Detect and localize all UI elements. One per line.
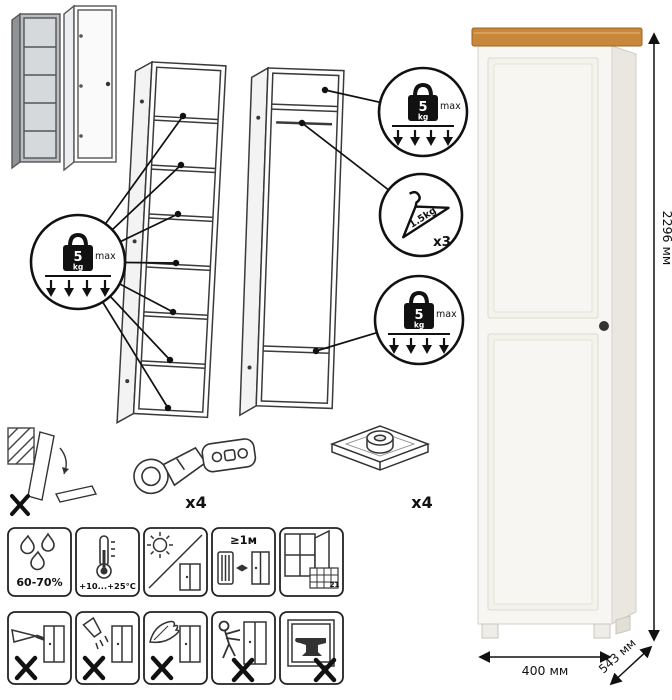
hanger-count-label: x3: [433, 234, 451, 250]
leader-dots: [164, 86, 329, 412]
no-pushing-box: [211, 611, 276, 685]
no-heavy-load-icon: [287, 619, 335, 667]
wardrobe-foot: [615, 615, 631, 635]
load-value: 5: [73, 250, 82, 265]
humidity-label: 60-70%: [16, 576, 62, 589]
load-max-label: max: [95, 251, 116, 262]
humidity-icon: [20, 532, 55, 571]
width-label: 400 мм: [522, 663, 569, 678]
no-heavy-load-box: [279, 611, 344, 685]
load-unit: kg: [418, 113, 428, 122]
load-max-label: max: [436, 309, 457, 320]
load-unit: kg: [414, 321, 424, 330]
weight-icon: 5 kg: [63, 232, 93, 272]
load-max-label: max: [440, 101, 461, 112]
rod-cabinet-drawing: [239, 66, 345, 417]
wardrobe-foot: [593, 623, 611, 639]
heat-distance-icon: [217, 551, 270, 585]
no-cutting-box: [7, 611, 72, 685]
depth-label: 543 мм: [596, 636, 639, 676]
foot-count: x4: [411, 493, 432, 512]
dimension-width: 400 мм: [478, 651, 612, 678]
thumbnail-closed-cabinet: [63, 4, 117, 172]
no-pushing-icon: [218, 620, 267, 665]
temperature-box: +10...+25°C: [75, 527, 140, 597]
ventilation-box: 21: [279, 527, 344, 597]
height-label: 2296 мм: [660, 211, 672, 266]
furniture-foot-icon: x4: [329, 425, 433, 512]
heat-distance-box: ≥1м: [211, 527, 276, 597]
prohibition-x: [150, 655, 174, 681]
hinge-count: x4: [185, 493, 206, 512]
load-value: 5: [418, 100, 427, 115]
weight-icon: 5 kg: [404, 290, 434, 330]
no-solvents-box: [143, 611, 208, 685]
wardrobe-foot: [481, 623, 499, 639]
thumbnail-open-cabinet: [11, 12, 61, 170]
temperature-label: +10...+25°C: [79, 581, 136, 591]
load-direction-arrows: [389, 338, 449, 354]
shelf-load-badge: 5 kg max: [29, 213, 127, 311]
no-liquids-icon: [82, 616, 133, 663]
ventilation-icon: [284, 529, 339, 589]
no-cutting-icon: [11, 625, 65, 663]
hanger-load-badge: 1.5kg x3: [378, 172, 464, 258]
load-value: 5: [414, 308, 423, 323]
bottom-shelf-load-badge: 5 kg max: [373, 274, 465, 366]
temperature-icon: [96, 535, 115, 579]
hinge-icon: x4: [133, 438, 257, 512]
load-direction-arrows: [46, 280, 110, 297]
no-direct-sunlight-icon: [147, 532, 203, 591]
sunlight-box: [143, 527, 208, 597]
humidity-box: 60-70%: [7, 527, 72, 597]
top-shelf-load-badge: 5 kg max: [377, 66, 469, 158]
load-unit: kg: [73, 263, 83, 272]
load-direction-arrows: [393, 130, 453, 146]
no-solvents-icon: [149, 620, 201, 663]
panel-handling-warning-icon: [7, 427, 98, 516]
wardrobe-side-face: [611, 45, 637, 625]
prohibition-x: [231, 657, 255, 683]
wardrobe-render: [471, 27, 643, 639]
no-liquids-box: [75, 611, 140, 685]
prohibition-x: [10, 494, 30, 516]
shelf-cabinet-drawing: [116, 60, 227, 424]
weight-icon: 5 kg: [408, 82, 438, 122]
prohibition-x: [82, 655, 106, 681]
vent-number-label: 21: [330, 581, 340, 589]
dimension-height: 2296 мм: [648, 32, 672, 642]
door-knob: [599, 321, 609, 331]
distance-label: ≥1м: [230, 533, 257, 547]
wood-top-board: [471, 27, 643, 47]
prohibition-x: [313, 657, 337, 683]
prohibition-x: [14, 655, 38, 681]
anvil-glyph: [295, 638, 326, 656]
dimension-depth: 543 мм: [596, 636, 653, 686]
